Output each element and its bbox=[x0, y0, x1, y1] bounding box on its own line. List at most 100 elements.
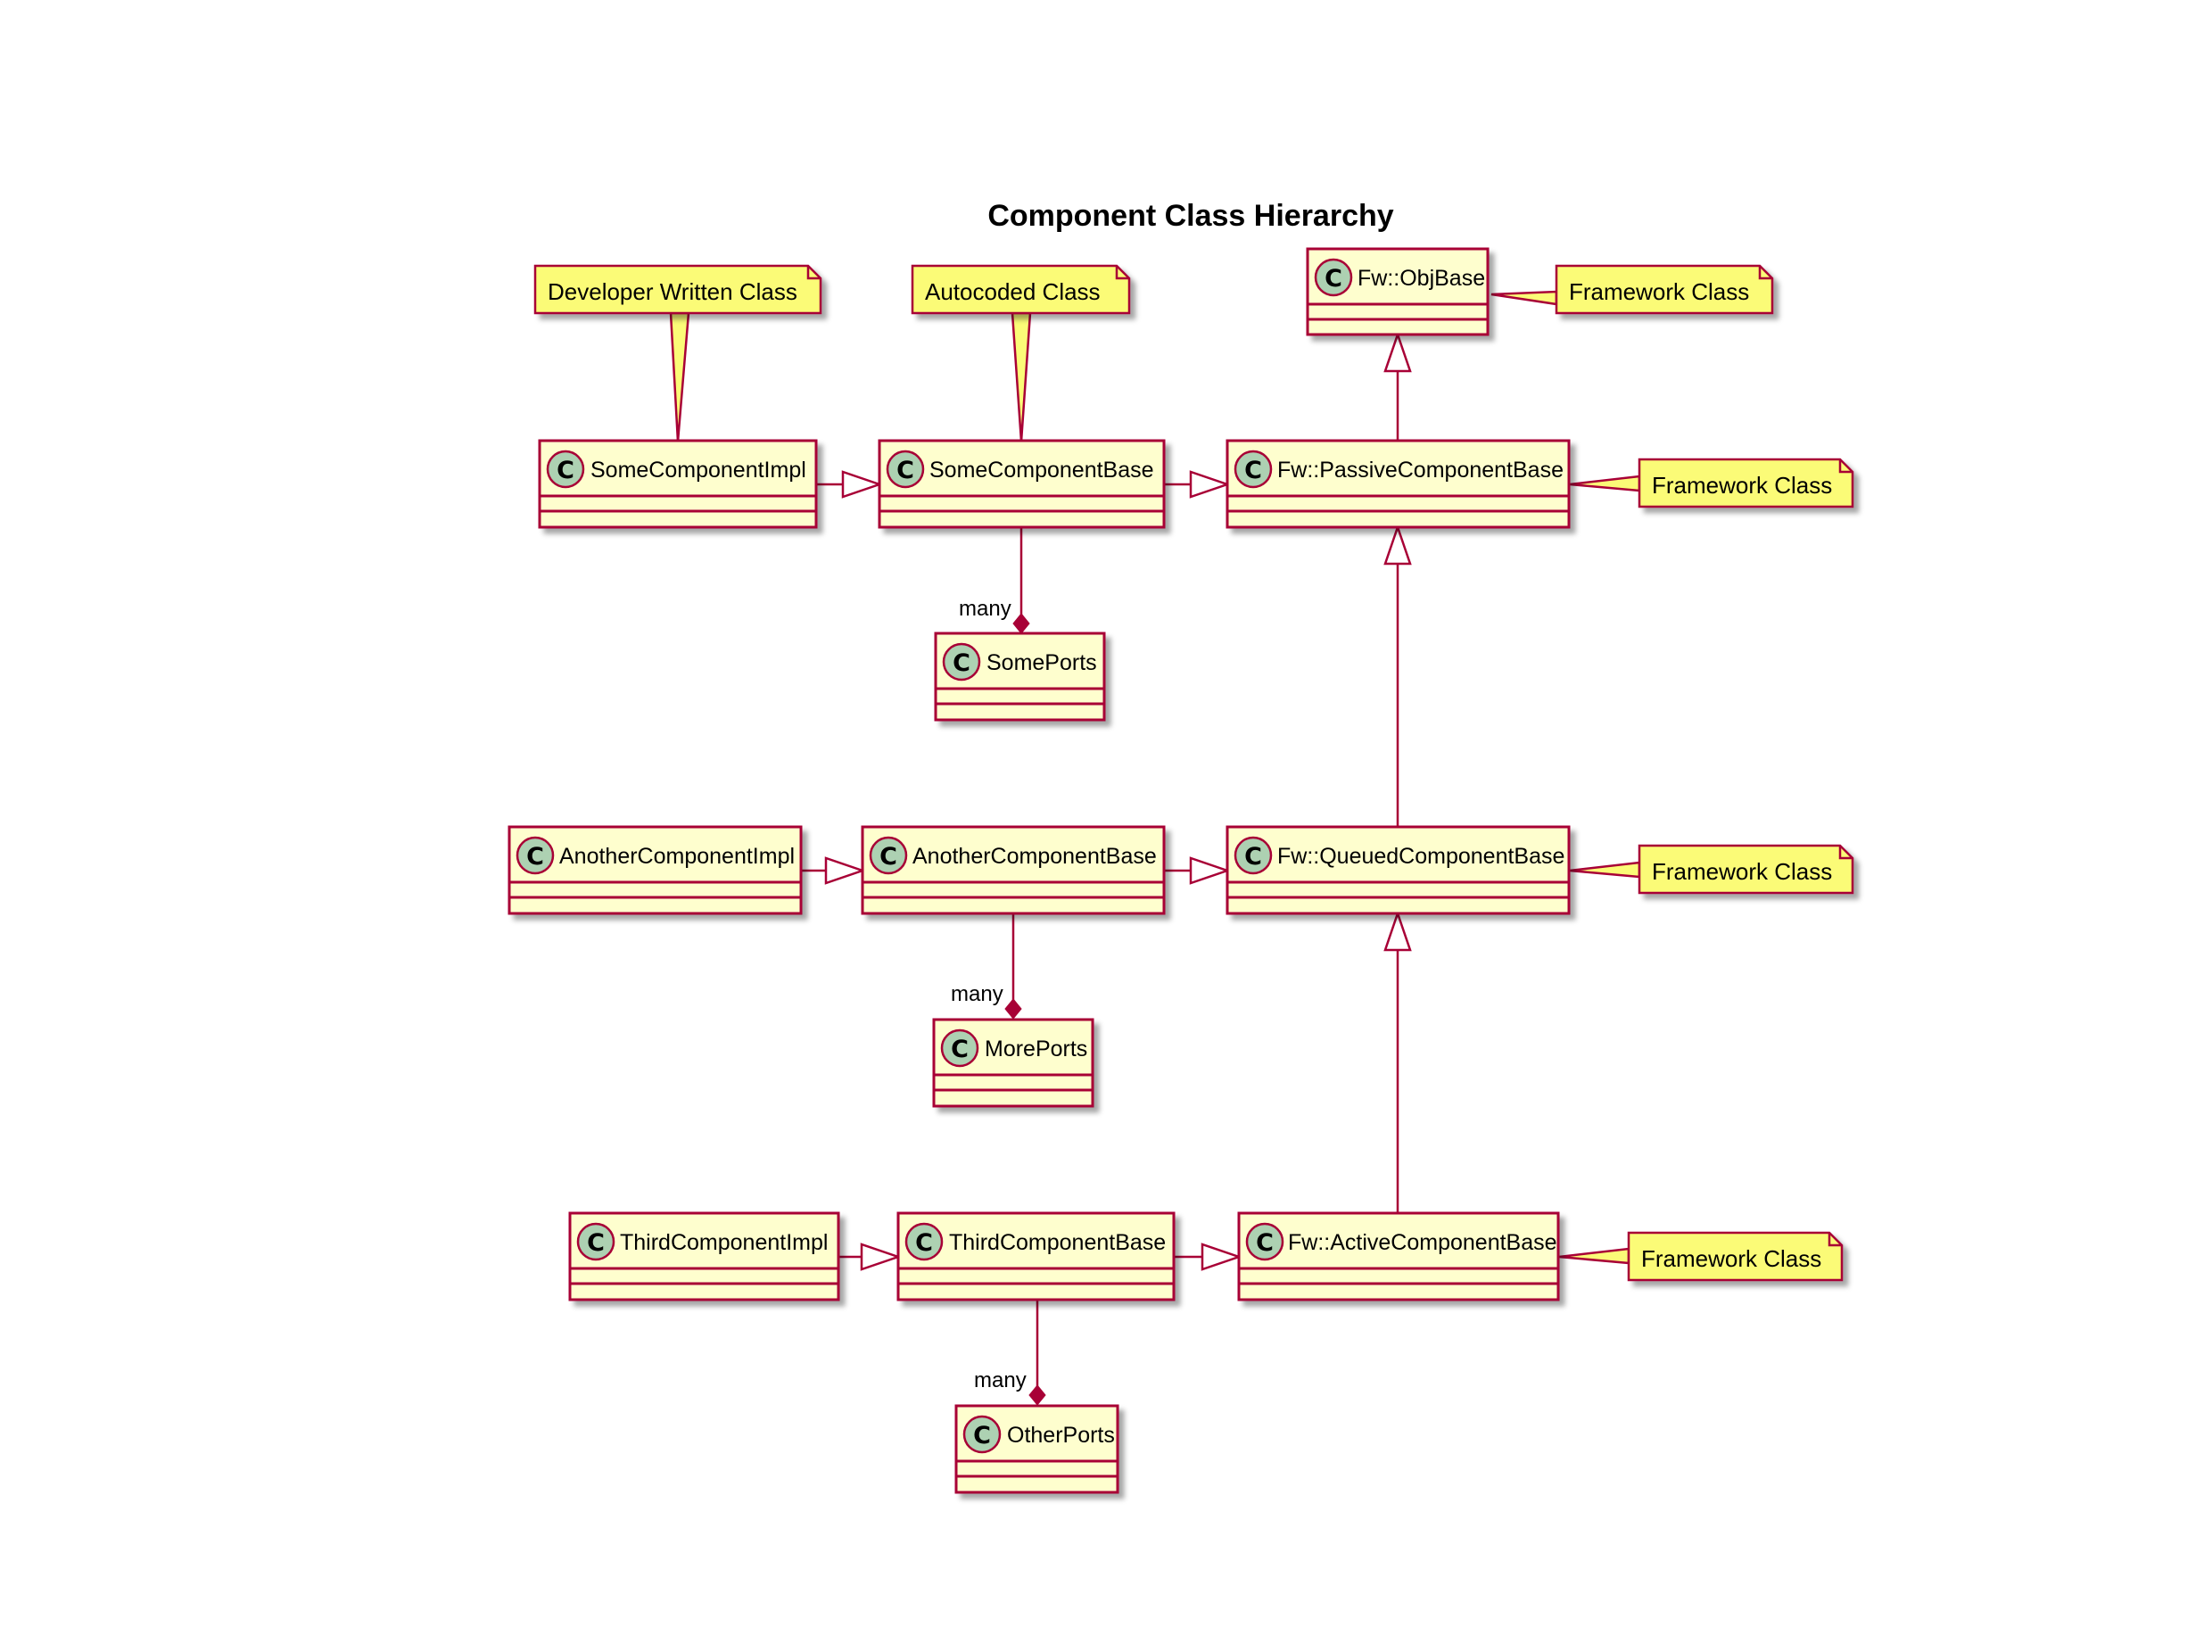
note-framework-queued-text: Framework Class bbox=[1652, 858, 1832, 885]
inheritance-arrow-passive-from-somebase bbox=[1189, 470, 1231, 499]
class-box-frame bbox=[538, 439, 818, 529]
class-somecomponentimpl[interactable]: C SomeComponentImpl bbox=[538, 439, 818, 529]
note-framework-active-text: Framework Class bbox=[1641, 1245, 1821, 1272]
multiplicity-label-someports: many bbox=[959, 597, 1011, 621]
class-stereotype-letter: C bbox=[896, 457, 914, 484]
note-folded-corner bbox=[1758, 266, 1772, 280]
class-somecomponentbase[interactable]: C SomeComponentBase bbox=[878, 439, 1166, 529]
note-body bbox=[1638, 458, 1854, 508]
class-name-fw-passivecomponentbase: Fw::PassiveComponentBase bbox=[1277, 458, 1564, 483]
inheritance-arrow-queued-from-active bbox=[1383, 910, 1412, 952]
note-body bbox=[1555, 264, 1774, 315]
note-folded-corner bbox=[806, 266, 821, 280]
composition-diamond-moreports bbox=[1004, 998, 1022, 1020]
class-stereotype-icon bbox=[516, 836, 555, 875]
class-stereotype-letter: C bbox=[557, 457, 574, 484]
note-framework-queued: Framework Class bbox=[1638, 844, 1854, 895]
diagram-title: Component Class Hierarchy bbox=[987, 199, 1393, 233]
note-body bbox=[1627, 1231, 1844, 1282]
class-stereotype-icon bbox=[942, 642, 981, 681]
class-stereotype-letter: C bbox=[1244, 457, 1262, 484]
class-name-thirdcomponentbase: ThirdComponentBase bbox=[949, 1230, 1166, 1255]
class-fw-activecomponentbase[interactable]: C Fw::ActiveComponentBase bbox=[1237, 1211, 1560, 1301]
note-framework-active: Framework Class bbox=[1627, 1231, 1844, 1282]
class-stereotype-icon bbox=[1234, 450, 1273, 489]
composition-edges: many many many bbox=[951, 528, 1046, 1406]
class-stereotype-letter: C bbox=[953, 649, 970, 677]
framework-active-note-pointer bbox=[1558, 1247, 1630, 1265]
inheritance-edges bbox=[801, 331, 1412, 1271]
class-stereotype-letter: C bbox=[951, 1036, 969, 1063]
inheritance-arrow-active bbox=[1201, 1243, 1242, 1271]
class-stereotype-icon bbox=[1234, 836, 1273, 875]
class-stereotype-icon bbox=[886, 450, 925, 489]
class-box-frame bbox=[878, 439, 1166, 529]
class-stereotype-letter: C bbox=[1325, 265, 1342, 293]
class-moreports[interactable]: C MorePorts bbox=[932, 1018, 1094, 1108]
class-fw-objbase[interactable]: C Fw::ObjBase bbox=[1306, 247, 1490, 336]
class-stereotype-letter: C bbox=[1256, 1229, 1274, 1257]
class-name-otherports: OtherPorts bbox=[1007, 1423, 1115, 1448]
note-autocoded-text: Autocoded Class bbox=[925, 278, 1101, 305]
class-stereotype-icon bbox=[576, 1222, 615, 1261]
composition-diamond-someports bbox=[1012, 613, 1030, 634]
class-stereotype-icon bbox=[1245, 1222, 1284, 1261]
class-stereotype-letter: C bbox=[526, 843, 544, 871]
class-stereotype-letter: C bbox=[973, 1422, 991, 1450]
inheritance-arrow-queued-from-anotherbase bbox=[1189, 856, 1231, 885]
class-stereotype-letter: C bbox=[915, 1229, 933, 1257]
class-stereotype-icon bbox=[904, 1222, 944, 1261]
note-body bbox=[1638, 844, 1854, 895]
class-fw-passivecomponentbase[interactable]: C Fw::PassiveComponentBase bbox=[1226, 439, 1571, 529]
framework-obj-note-pointer bbox=[1490, 290, 1558, 306]
class-name-somecomponentimpl: SomeComponentImpl bbox=[590, 458, 806, 483]
class-otherports[interactable]: C OtherPorts bbox=[954, 1404, 1119, 1494]
autocoded-note-pointer bbox=[1011, 311, 1032, 442]
class-box-frame bbox=[1237, 1211, 1560, 1301]
note-folded-corner bbox=[1828, 1233, 1842, 1247]
class-name-somecomponentbase: SomeComponentBase bbox=[929, 458, 1154, 483]
inheritance-arrow-objbase bbox=[1383, 331, 1412, 373]
class-anothercomponentimpl[interactable]: C AnotherComponentImpl bbox=[508, 825, 803, 915]
class-stereotype-icon bbox=[1314, 258, 1353, 297]
note-framework-obj: Framework Class bbox=[1555, 264, 1774, 315]
note-developer-text: Developer Written Class bbox=[548, 278, 797, 305]
note-framework-obj-text: Framework Class bbox=[1569, 278, 1749, 305]
class-stereotype-icon bbox=[940, 1028, 979, 1068]
class-box-frame bbox=[508, 825, 803, 915]
class-name-thirdcomponentimpl: ThirdComponentImpl bbox=[620, 1230, 828, 1255]
note-developer: Developer Written Class bbox=[533, 264, 822, 315]
note-autocoded: Autocoded Class bbox=[911, 264, 1131, 315]
class-thirdcomponentbase[interactable]: C ThirdComponentBase bbox=[896, 1211, 1176, 1301]
note-folded-corner bbox=[1115, 266, 1129, 280]
class-anothercomponentbase[interactable]: C AnotherComponentBase bbox=[861, 825, 1166, 915]
inheritance-arrow-passive-from-queued bbox=[1383, 524, 1412, 566]
class-thirdcomponentimpl[interactable]: C ThirdComponentImpl bbox=[568, 1211, 840, 1301]
inheritance-arrow-thirdbase bbox=[860, 1243, 902, 1271]
class-fw-queuedcomponentbase[interactable]: C Fw::QueuedComponentBase bbox=[1226, 825, 1571, 915]
inheritance-arrow-somebase bbox=[841, 470, 883, 499]
note-folded-corner bbox=[1838, 846, 1853, 860]
composition-diamond-otherports bbox=[1028, 1384, 1046, 1406]
note-framework-passive-text: Framework Class bbox=[1652, 472, 1832, 499]
multiplicity-label-otherports: many bbox=[974, 1368, 1027, 1392]
class-name-fw-activecomponentbase: Fw::ActiveComponentBase bbox=[1288, 1230, 1557, 1255]
framework-passive-note-pointer bbox=[1569, 475, 1641, 492]
note-connectors bbox=[669, 290, 1641, 1265]
note-body bbox=[911, 264, 1131, 315]
class-box-frame bbox=[1226, 439, 1571, 529]
class-stereotype-icon bbox=[546, 450, 585, 489]
class-someports[interactable]: C SomePorts bbox=[934, 632, 1106, 722]
class-box-frame bbox=[896, 1211, 1176, 1301]
class-stereotype-letter: C bbox=[879, 843, 897, 871]
class-stereotype-icon bbox=[869, 836, 908, 875]
class-name-anothercomponentimpl: AnotherComponentImpl bbox=[559, 844, 795, 869]
class-stereotype-icon bbox=[962, 1415, 1002, 1454]
developer-note-pointer bbox=[669, 311, 690, 442]
class-stereotype-letter: C bbox=[587, 1229, 605, 1257]
class-name-moreports: MorePorts bbox=[985, 1037, 1087, 1061]
note-body bbox=[533, 264, 822, 315]
class-name-fw-queuedcomponentbase: Fw::QueuedComponentBase bbox=[1277, 844, 1564, 869]
class-box-frame bbox=[1226, 825, 1571, 915]
